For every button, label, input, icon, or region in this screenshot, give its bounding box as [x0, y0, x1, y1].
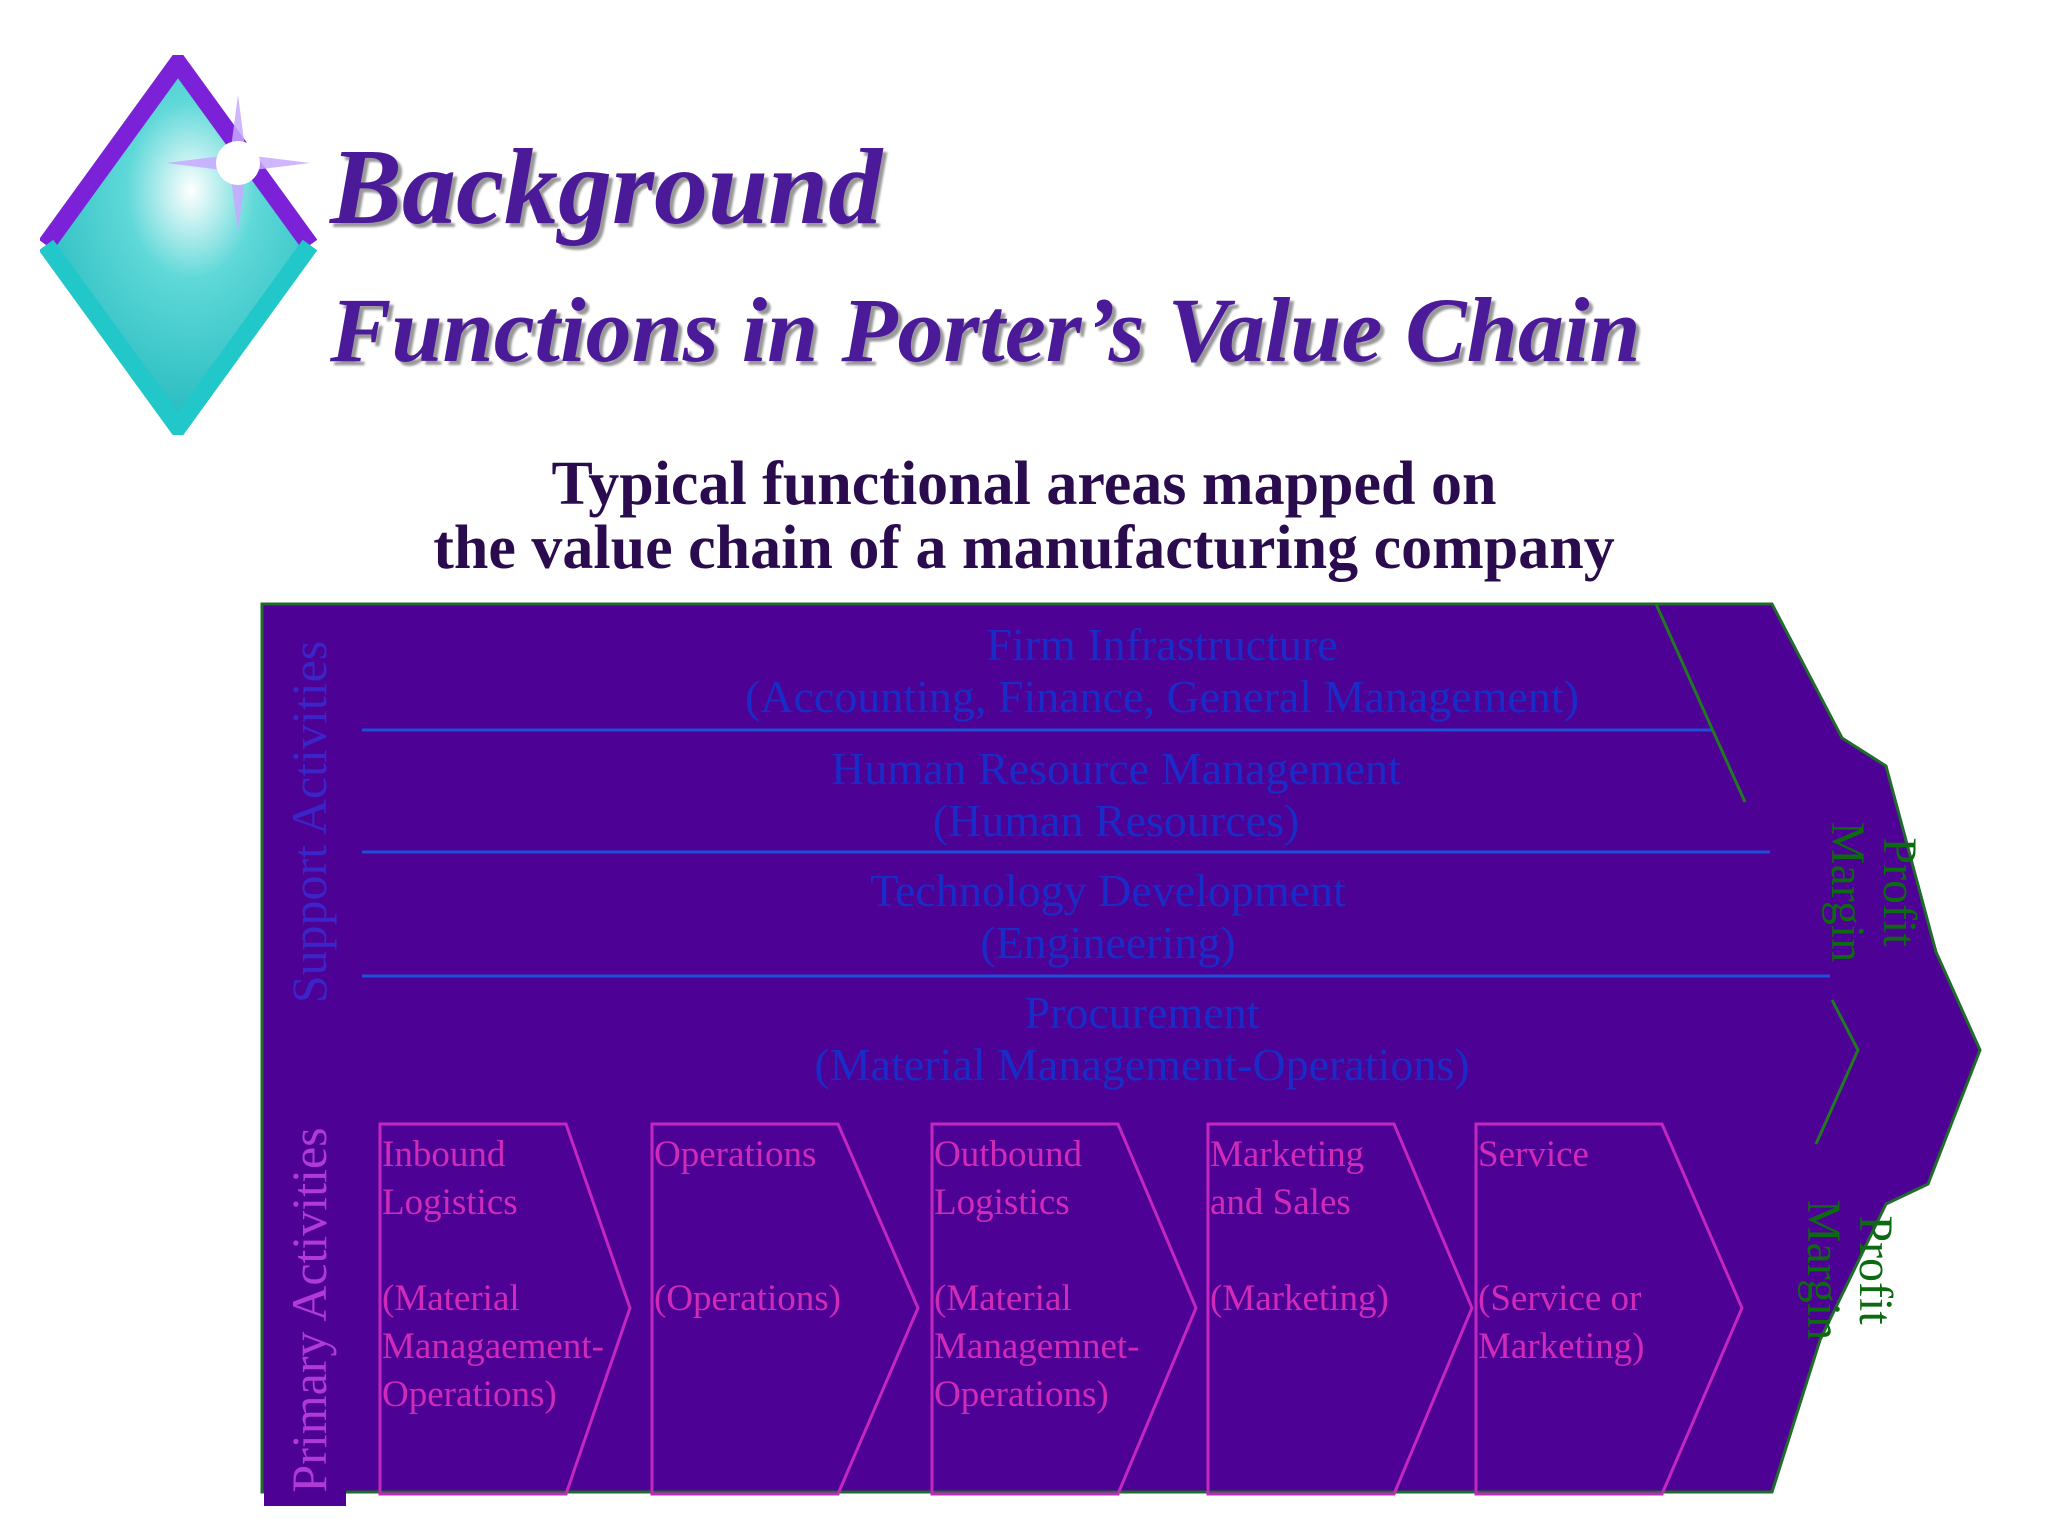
- support-row-function: (Material Management-Operations): [814, 1039, 1469, 1090]
- profit-margin-upper: Profit Margin: [1821, 822, 1926, 962]
- activity-function-line: Managemnet-: [934, 1326, 1139, 1367]
- activity-name-line: Outbound: [934, 1134, 1083, 1175]
- margin-label-line: Profit: [1873, 837, 1926, 947]
- activity-name-line: Operations: [654, 1134, 816, 1175]
- activity-function-line: Managaement-: [382, 1326, 604, 1367]
- profit-margin-lower: Profit Margin: [1797, 1200, 1902, 1340]
- margin-label-line: Profit: [1849, 1215, 1902, 1325]
- margin-label-line: Margin: [1797, 1200, 1850, 1340]
- activity-name-line: Inbound: [382, 1134, 506, 1175]
- margin-label-line: Margin: [1821, 822, 1874, 962]
- activity-function-line: (Operations): [654, 1278, 841, 1319]
- activity-name-line: Marketing: [1210, 1134, 1364, 1175]
- support-row-title: Human Resource Management: [831, 743, 1401, 794]
- activity-name-line: Logistics: [934, 1182, 1070, 1223]
- support-row-title: Procurement: [1024, 987, 1259, 1038]
- activity-function-line: (Service or: [1478, 1278, 1641, 1319]
- support-row-title: Technology Development: [870, 865, 1346, 916]
- activity-function-line: (Material: [382, 1278, 520, 1319]
- support-activities-label: Support Activities: [281, 641, 337, 1004]
- activity-name-line: Service: [1478, 1134, 1589, 1175]
- activity-function-line: (Material: [934, 1278, 1072, 1319]
- support-row-function: (Engineering): [980, 917, 1235, 968]
- activity-name-line: and Sales: [1210, 1182, 1351, 1223]
- activity-function-line: Operations): [382, 1374, 557, 1415]
- activity-function-line: (Marketing): [1210, 1278, 1389, 1319]
- primary-activities-label: Primary Activities: [281, 1127, 337, 1492]
- support-row-function: (Accounting, Finance, General Management…: [745, 671, 1579, 722]
- activity-name-line: Logistics: [382, 1182, 518, 1223]
- activity-function-line: Operations): [934, 1374, 1109, 1415]
- activity-function-line: Marketing): [1478, 1326, 1644, 1367]
- support-row-title: Firm Infrastructure: [986, 619, 1337, 670]
- support-row-function: (Human Resources): [933, 795, 1300, 846]
